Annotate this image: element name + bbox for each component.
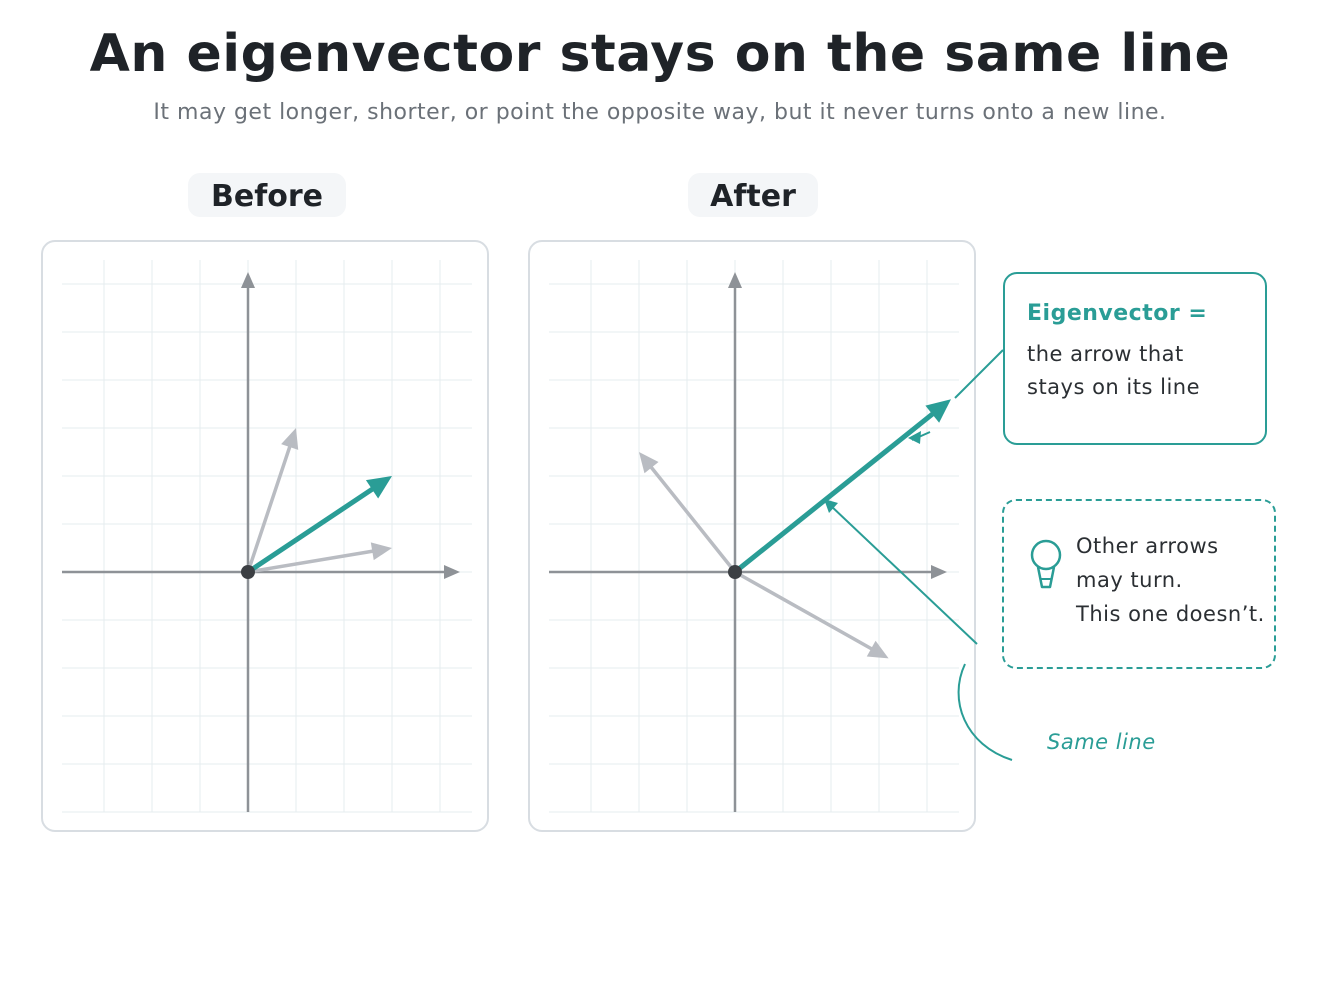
page-title: An eigenvector stays on the same line [89,24,1231,84]
before-label: Before [188,173,346,217]
lightbulb-icon [1030,539,1062,589]
same-line-label: Same line [1047,730,1156,754]
before-panel [41,240,489,832]
page-subtitle: It may get longer, shorter, or point the… [153,100,1167,125]
after-panel [528,240,976,832]
eigenvector-callout: Eigenvector = the arrow that stays on it… [1003,272,1267,445]
other-arrows-callout: Other arrows may turn. This one doesn’t. [1002,499,1276,669]
eigenvector-callout-body: the arrow that stays on its line [1027,342,1201,399]
after-label: After [688,173,818,217]
other-arrows-callout-body: Other arrows may turn. This one doesn’t. [1076,534,1265,626]
eigenvector-callout-heading: Eigenvector = [1027,301,1208,326]
